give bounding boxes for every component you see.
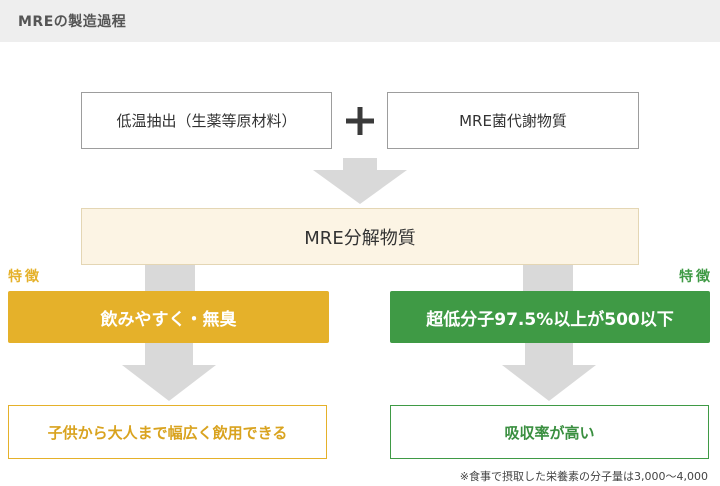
page-header: MREの製造過程: [0, 0, 720, 42]
input-box-metabolite: MRE菌代謝物質: [387, 92, 639, 149]
connector-left: [145, 265, 195, 291]
center-box-label: MRE分解物質: [304, 227, 416, 249]
feature-tag-left: 特徴: [8, 269, 42, 285]
result-box-high-absorption: 吸収率が高い: [390, 405, 709, 459]
input-box-extraction-label: 低温抽出（生薬等原材料）: [116, 112, 297, 130]
feature-box-left-label: 飲みやすく・無臭: [100, 309, 237, 330]
down-arrow-icon: [502, 343, 596, 401]
result-box-right-label: 吸収率が高い: [504, 423, 595, 442]
page-title: MREの製造過程: [18, 14, 127, 30]
center-box-decomposed: MRE分解物質: [81, 208, 639, 265]
down-arrow-icon: [122, 343, 216, 401]
input-box-metabolite-label: MRE菌代謝物質: [459, 112, 567, 130]
connector-right: [523, 265, 573, 291]
footnote: ※食事で摂取した栄養素の分子量は3,000〜4,000: [459, 470, 708, 483]
feature-box-low-molecular: 超低分子97.5%以上が500以下: [390, 291, 710, 343]
feature-box-easy-to-drink: 飲みやすく・無臭: [8, 291, 329, 343]
input-box-extraction: 低温抽出（生薬等原材料）: [81, 92, 332, 149]
feature-box-right-label: 超低分子97.5%以上が500以下: [426, 309, 674, 330]
result-box-all-ages: 子供から大人まで幅広く飲用できる: [8, 405, 327, 459]
plus-icon: [346, 107, 374, 135]
feature-tag-right: 特徴: [679, 269, 713, 285]
result-box-left-label: 子供から大人まで幅広く飲用できる: [47, 423, 288, 442]
down-arrow-icon: [313, 158, 407, 204]
